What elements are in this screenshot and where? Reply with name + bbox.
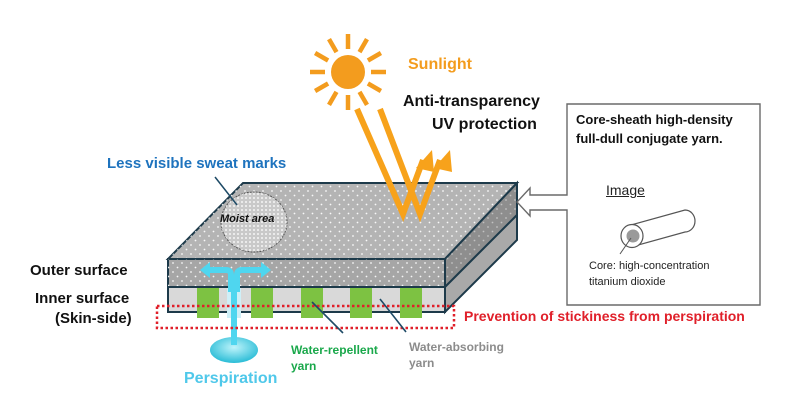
sun-ray — [357, 90, 369, 107]
water-repellent-label-1: Water-repellent — [291, 343, 378, 357]
sun-ray — [357, 37, 369, 54]
water-repellent-pointer — [311, 301, 344, 334]
stickiness-zone — [155, 304, 456, 330]
sweat-marks-pointer — [214, 176, 238, 206]
uv-protection-line2: UV protection — [432, 116, 537, 133]
perspiration-label: Perspiration — [184, 370, 278, 387]
sun-ray — [327, 90, 339, 107]
sweat-marks-label: Less visible sweat marks — [107, 155, 287, 172]
water-repellent-yarns — [197, 288, 422, 318]
sun-icon — [310, 34, 386, 110]
fabric-block — [165, 180, 520, 318]
callout-box — [516, 103, 761, 306]
sun-ray — [366, 51, 383, 63]
callout-title-line1: Core-sheath high-density — [576, 112, 733, 127]
water-absorbing-label-1: Water-absorbing — [409, 340, 504, 354]
moist-area-label: Moist area — [220, 213, 275, 225]
water-absorbing-label-2: yarn — [409, 356, 435, 370]
stickiness-label: Prevention of stickiness from perspirati… — [464, 308, 745, 324]
sunlight-label: Sunlight — [408, 56, 472, 73]
uv-protection-line1: Anti-transparency — [403, 93, 540, 110]
sun-ray — [313, 81, 330, 93]
sunlight-ray-icon — [354, 107, 452, 223]
yarn-cylinder-icon — [619, 209, 696, 255]
water-repellent-label-2: yarn — [291, 359, 317, 373]
water-absorbing-pointer — [379, 298, 407, 333]
core-label-line1: Core: high-concentration — [589, 260, 710, 272]
sun-ray — [327, 37, 339, 54]
outer-surface-label: Outer surface — [30, 262, 128, 279]
sun-ray — [313, 51, 330, 63]
moist-area — [220, 191, 288, 253]
core-label-line2: titanium dioxide — [589, 276, 666, 288]
sun-ray — [366, 81, 383, 93]
image-label: Image — [606, 182, 645, 198]
skin-side-label: (Skin-side) — [55, 310, 132, 327]
inner-surface-label: Inner surface — [35, 290, 130, 307]
callout-title-line2: full-dull conjugate yarn. — [576, 131, 723, 146]
perspiration-flow-icon — [200, 262, 271, 363]
